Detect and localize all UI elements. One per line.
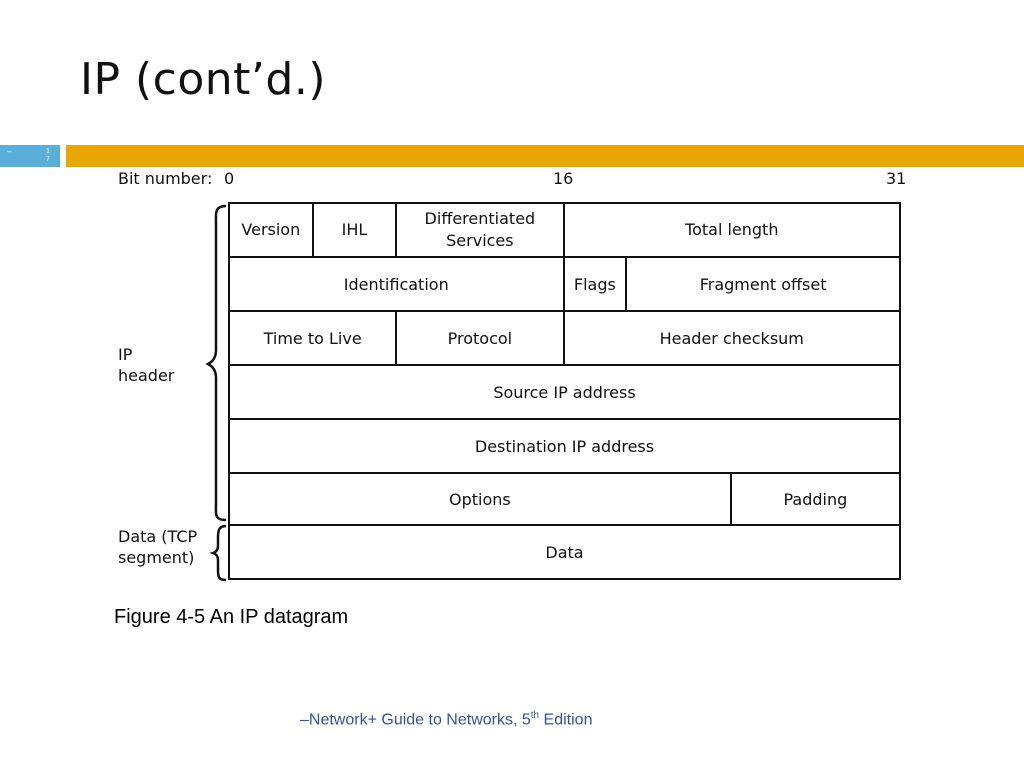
field-ihl: IHL	[314, 204, 398, 256]
data-label-line1: Data (TCP	[118, 527, 198, 546]
grid-row: Options Padding	[230, 472, 899, 526]
slide-number-bottom: 7	[46, 156, 50, 163]
bit-end: 31	[886, 169, 907, 188]
field-data: Data	[545, 543, 584, 562]
slide-number-top: 1	[46, 148, 50, 155]
field-version: Version	[230, 204, 314, 256]
bit-mid: 16	[553, 169, 574, 188]
field-header-checksum: Header checksum	[659, 329, 804, 348]
field-identification: Identification	[230, 258, 565, 312]
footer-suffix: Edition	[539, 711, 593, 729]
grid-row: Destination IP address	[230, 418, 899, 474]
grid-row: Source IP address	[230, 364, 899, 420]
footer-text: –Network+ Guide to Networks, 5	[300, 711, 531, 729]
field-total-length: Total length	[685, 220, 779, 239]
slide-title: IP (cont’d.)	[80, 54, 326, 105]
field-differentiated-services: Differentiated Services	[397, 204, 565, 256]
field-protocol: Protocol	[397, 312, 565, 366]
figure-caption: Figure 4-5 An IP datagram	[114, 606, 349, 628]
field-padding: Padding	[783, 490, 848, 509]
ip-header-label-line2: header	[118, 366, 175, 385]
footer-superscript: th	[530, 710, 540, 721]
field-fragment-offset: Fragment offset	[699, 275, 827, 294]
ip-header-label-line1: IP	[118, 345, 133, 364]
grid-row: Data	[230, 524, 899, 580]
data-label-line2: segment)	[118, 548, 195, 567]
data-brace	[209, 524, 227, 582]
accent-bar	[66, 145, 1024, 167]
field-options: Options	[230, 474, 732, 526]
bit-start: 0	[224, 169, 235, 188]
field-source-ip-address: Source IP address	[493, 383, 636, 402]
bit-number-label: Bit number:	[118, 169, 213, 188]
footer: –Network+ Guide to Networks, 5th Edition	[300, 710, 592, 729]
data-label: Data (TCP segment)	[118, 526, 197, 568]
ip-header-label: IP header	[118, 344, 174, 386]
field-time-to-live: Time to Live	[230, 312, 398, 366]
slide-marker: –	[7, 147, 12, 156]
ip-header-brace	[205, 204, 227, 522]
field-flags: Flags	[565, 258, 628, 312]
field-destination-ip-address: Destination IP address	[474, 437, 655, 456]
